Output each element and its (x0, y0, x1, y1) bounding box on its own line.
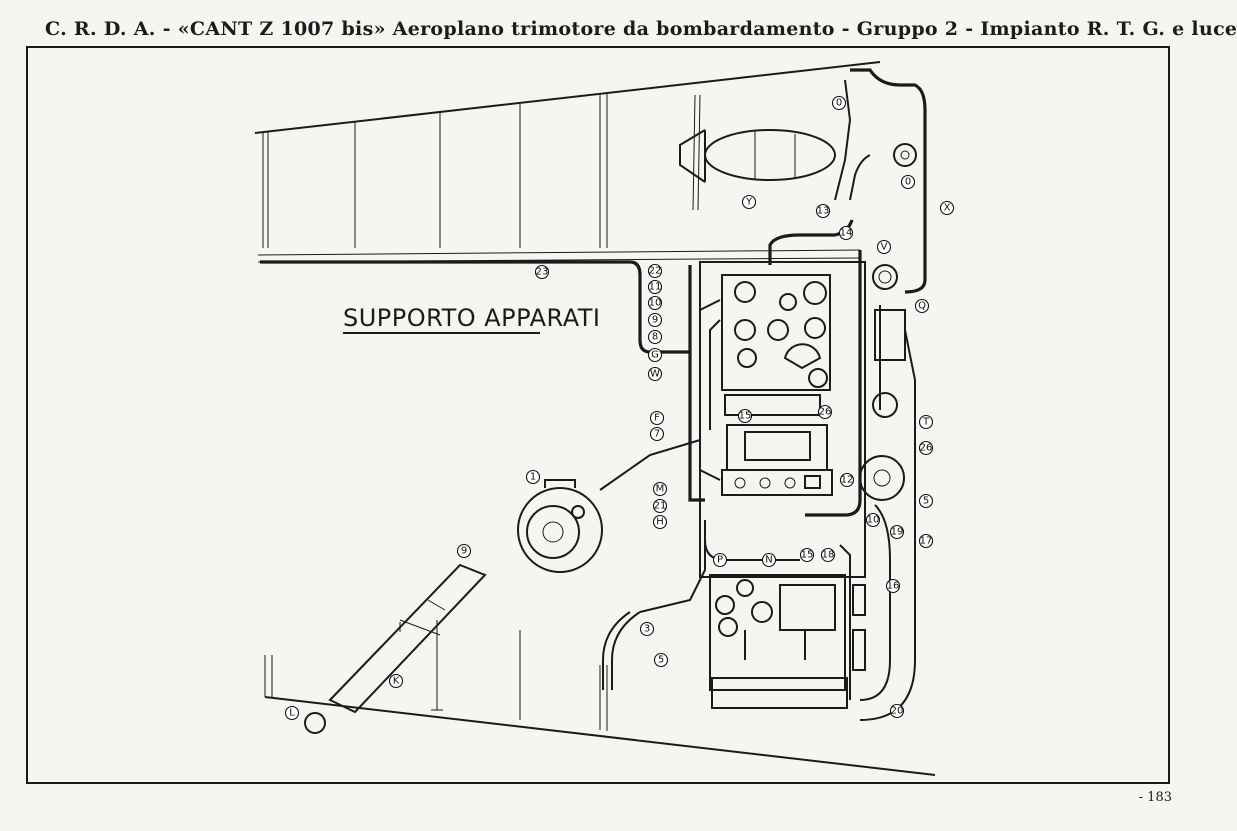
svg-text:14: 14 (840, 228, 853, 239)
svg-text:0: 0 (836, 98, 842, 109)
callout: 18 (820, 547, 836, 563)
callout: L (284, 705, 300, 721)
svg-text:15: 15 (739, 411, 752, 422)
callout: 8 (647, 329, 663, 345)
svg-text:V: V (881, 242, 888, 253)
callout: 15 (799, 547, 815, 563)
svg-text:M: M (656, 484, 665, 495)
svg-text:26: 26 (920, 443, 933, 454)
radio-rack (699, 261, 866, 709)
callout: 20 (889, 703, 905, 719)
svg-text:8: 8 (652, 332, 658, 343)
callout: P (712, 552, 728, 568)
svg-text:0: 0 (905, 177, 911, 188)
callout: 9 (456, 543, 472, 559)
svg-text:10: 10 (867, 515, 880, 526)
callout: 10 (647, 295, 663, 311)
callout: 3 (639, 621, 655, 637)
svg-text:L: L (289, 708, 295, 719)
round-container (517, 479, 603, 573)
callout: 5 (918, 493, 934, 509)
page-header: C. R. D. A. - «CANT Z 1007 bis» Aeroplan… (45, 18, 1237, 40)
callout: 21 (652, 498, 668, 514)
callout: 15 (737, 408, 753, 424)
callout: T (918, 414, 934, 430)
callout: Q (914, 298, 930, 314)
callout: 14 (838, 225, 854, 241)
svg-text:19: 19 (891, 527, 904, 538)
callout: 26 (817, 404, 833, 420)
svg-text:22: 22 (649, 266, 662, 277)
svg-text:5: 5 (658, 655, 664, 666)
svg-text:P: P (717, 555, 723, 566)
callout: Y (741, 194, 757, 210)
svg-text:11: 11 (649, 282, 662, 293)
callout: 19 (889, 524, 905, 540)
svg-text:Q: Q (918, 301, 926, 312)
svg-text:16: 16 (887, 581, 900, 592)
fuselage-outline (254, 61, 936, 776)
callout: 10 (865, 512, 881, 528)
page-number: - 183 (1138, 790, 1172, 805)
callout: 7 (649, 426, 665, 442)
svg-text:X: X (944, 203, 951, 214)
svg-text:18: 18 (822, 550, 835, 561)
svg-text:T: T (922, 417, 930, 428)
section-title: SUPPORTO APPARATI (343, 304, 601, 332)
extinguisher-bottle (304, 563, 487, 734)
svg-text:21: 21 (654, 501, 667, 512)
svg-text:15: 15 (801, 550, 814, 561)
callout: 17 (918, 533, 934, 549)
callout: 9 (647, 312, 663, 328)
callout: H (652, 514, 668, 530)
callout: W (647, 366, 663, 382)
svg-text:W: W (650, 369, 660, 380)
callout: F (649, 410, 665, 426)
callout: N (761, 552, 777, 568)
svg-text:13: 13 (817, 206, 830, 217)
callout: 5 (653, 652, 669, 668)
svg-text:20: 20 (891, 706, 904, 717)
svg-text:Y: Y (745, 197, 753, 208)
wiring-diagram: SUPPORTO APPARATI 0 0 X Y 13 14 V 23 22 … (254, 61, 955, 776)
svg-text:1: 1 (530, 472, 536, 483)
callout: 16 (885, 578, 901, 594)
callout-markers: 0 0 X Y 13 14 V 23 22 11 10 9 8 G W Q F … (284, 95, 955, 721)
svg-text:H: H (656, 517, 664, 528)
callout: 22 (647, 263, 663, 279)
svg-text:9: 9 (652, 315, 658, 326)
svg-text:3: 3 (644, 624, 650, 635)
svg-text:17: 17 (920, 536, 933, 547)
svg-text:N: N (765, 555, 772, 566)
svg-text:9: 9 (461, 546, 467, 557)
callout: 26 (918, 440, 934, 456)
svg-text:5: 5 (923, 496, 929, 507)
svg-text:F: F (654, 413, 660, 424)
callout: K (388, 673, 404, 689)
callout: G (647, 347, 663, 363)
wiring-bundles (260, 68, 927, 721)
callout: 13 (815, 203, 831, 219)
svg-text:26: 26 (819, 407, 832, 418)
callout: 12 (839, 472, 855, 488)
engine-nacelle (679, 94, 836, 211)
callout: 23 (534, 264, 550, 280)
svg-text:K: K (393, 676, 400, 687)
svg-text:12: 12 (841, 475, 854, 486)
diagram-frame (26, 46, 1170, 784)
svg-text:10: 10 (649, 298, 662, 309)
callout: 0 (831, 95, 847, 111)
svg-text:7: 7 (654, 429, 660, 440)
callout: M (652, 481, 668, 497)
callout: V (876, 239, 892, 255)
right-components (852, 143, 917, 671)
callout: X (939, 200, 955, 216)
callout: 11 (647, 279, 663, 295)
svg-text:G: G (651, 350, 659, 361)
callout: 0 (900, 174, 916, 190)
svg-text:23: 23 (536, 267, 549, 278)
callout: 1 (525, 469, 541, 485)
